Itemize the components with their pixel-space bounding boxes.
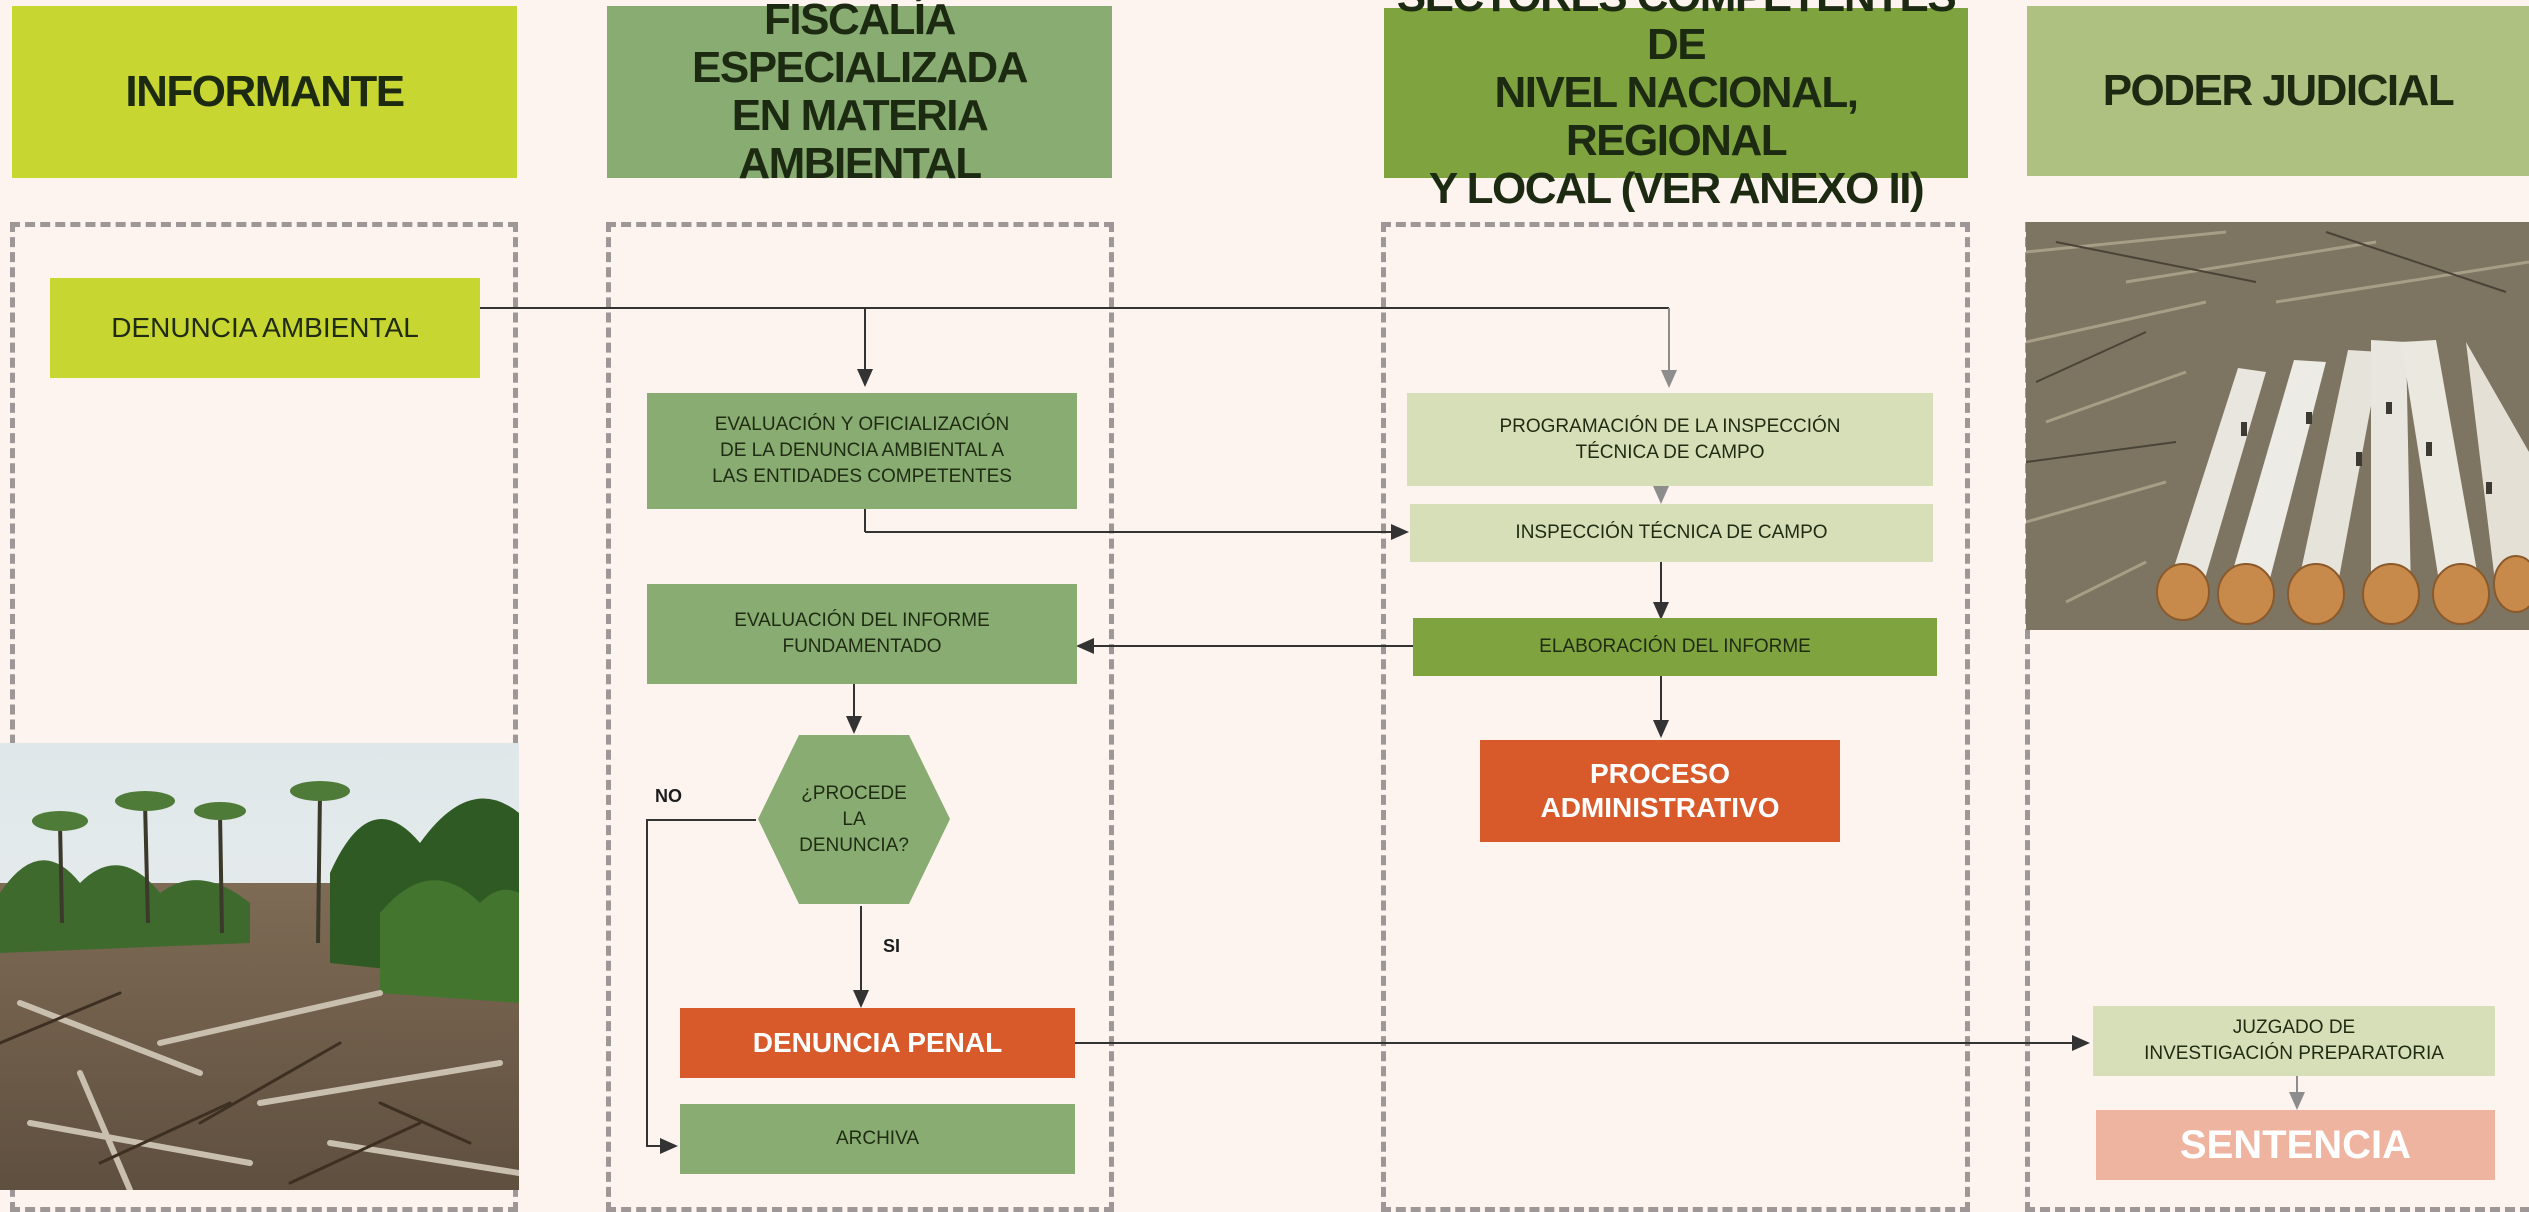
header-fiscalia-text: FISCALÍA ESPECIALIZADA EN MATERIA AMBIEN… (692, 0, 1028, 188)
node-procede-denuncia-text: ¿PROCEDE LA DENUNCIA? (799, 782, 909, 856)
node-denuncia-penal-text: DENUNCIA PENAL (752, 1027, 1003, 1058)
node-procede-denuncia: ¿PROCEDE LA DENUNCIA? (776, 753, 932, 886)
header-sectores: SECTORES COMPETENTES DE NIVEL NACIONAL, … (1384, 0, 1968, 213)
label-si: SI (883, 936, 901, 956)
node-juzgado-text: JUZGADO DE INVESTIGACIÓN PREPARATORIA (2144, 1017, 2444, 1064)
node-programacion-inspeccion: PROGRAMACIÓN DE LA INSPECCIÓN TÉCNICA DE… (1407, 393, 1933, 486)
node-inspeccion-tecnica-text: INSPECCIÓN TÉCNICA DE CAMPO (1515, 522, 1828, 543)
node-sentencia-text: SENTENCIA (2179, 1122, 2412, 1167)
node-archiva: ARCHIVA (680, 1104, 1075, 1174)
node-sentencia: SENTENCIA (2096, 1110, 2495, 1180)
node-denuncia-ambiental-text: DENUNCIA AMBIENTAL (111, 312, 419, 343)
node-archiva-text: ARCHIVA (835, 1128, 920, 1149)
node-evaluacion-oficializacion-text: EVALUACIÓN Y OFICIALIZACIÓN DE LA DENUNC… (712, 414, 1012, 487)
node-denuncia-ambiental: DENUNCIA AMBIENTAL (50, 278, 480, 378)
header-informante: INFORMANTE (12, 6, 517, 178)
node-evaluacion-informe-text: EVALUACIÓN DEL INFORME FUNDAMENTADO (734, 610, 990, 657)
header-fiscalia: FISCALÍA ESPECIALIZADA EN MATERIA AMBIEN… (607, 0, 1112, 188)
header-poder-judicial-text: PODER JUDICIAL (2102, 66, 2455, 115)
header-informante-text: INFORMANTE (125, 67, 405, 116)
node-proceso-administrativo-text: PROCESO ADMINISTRATIVO (1540, 758, 1780, 823)
node-denuncia-penal: DENUNCIA PENAL (680, 1008, 1075, 1078)
node-evaluacion-informe: EVALUACIÓN DEL INFORME FUNDAMENTADO (647, 584, 1077, 684)
node-programacion-inspeccion-text: PROGRAMACIÓN DE LA INSPECCIÓN TÉCNICA DE… (1499, 415, 1841, 463)
node-evaluacion-oficializacion: EVALUACIÓN Y OFICIALIZACIÓN DE LA DENUNC… (647, 393, 1077, 509)
node-inspeccion-tecnica: INSPECCIÓN TÉCNICA DE CAMPO (1410, 504, 1933, 562)
node-elaboracion-informe: ELABORACIÓN DEL INFORME (1413, 618, 1937, 676)
cut-logs-photo (2026, 222, 2529, 630)
node-elaboracion-informe-text: ELABORACIÓN DEL INFORME (1539, 636, 1811, 657)
header-sectores-text: SECTORES COMPETENTES DE NIVEL NACIONAL, … (1397, 0, 1957, 213)
deforestation-photo (0, 743, 519, 1190)
node-procede-denuncia-shape (758, 735, 950, 904)
label-no: NO (655, 786, 682, 806)
node-juzgado: JUZGADO DE INVESTIGACIÓN PREPARATORIA (2093, 1006, 2495, 1076)
header-poder-judicial: PODER JUDICIAL (2027, 6, 2529, 176)
node-proceso-administrativo: PROCESO ADMINISTRATIVO (1480, 740, 1840, 842)
